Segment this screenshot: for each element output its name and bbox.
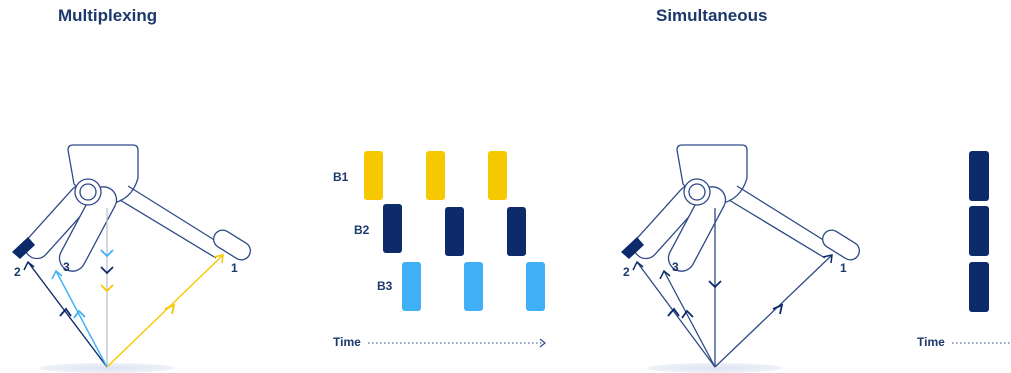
pulse-b3-2 xyxy=(464,262,483,311)
pulse-b2-2 xyxy=(445,207,464,256)
beam-3-arrowhead-left xyxy=(51,269,63,280)
beam-label-3-left: 3 xyxy=(63,260,70,274)
beam-2-left xyxy=(27,261,108,368)
beam-3-mid-arrow-right xyxy=(681,309,694,319)
chevron-navy xyxy=(100,266,114,275)
beam-2-right xyxy=(636,261,716,368)
joint-outer-left xyxy=(74,178,102,206)
floor-shadow-right xyxy=(647,363,783,373)
beam-2-mid-arrow-left xyxy=(59,307,72,317)
beam-label-2-right: 2 xyxy=(623,265,630,279)
pulse-sim-b2 xyxy=(969,206,989,256)
joint-outer-right xyxy=(683,178,711,206)
left-arm-inner-right xyxy=(667,186,727,272)
beam-label-3-right: 3 xyxy=(672,260,679,274)
beam-1-arrowhead-left xyxy=(213,254,224,264)
pulse-b3-1 xyxy=(402,262,421,311)
pulse-sim-b3 xyxy=(969,262,989,312)
beam-label-1-left: 1 xyxy=(231,261,238,275)
multiplexing-diagram: 2 3 1 xyxy=(12,144,251,373)
row-label-b1: B1 xyxy=(333,170,349,184)
multiplexing-timing: B1 B2 B3 Time xyxy=(333,151,546,349)
beam-3-mid-arrow-left xyxy=(73,309,86,319)
chevron-center-right xyxy=(708,280,722,289)
robot-left xyxy=(24,144,251,272)
time-arrow-left xyxy=(539,338,546,348)
right-arm-left xyxy=(119,185,225,259)
beam-label-1-right: 1 xyxy=(840,261,847,275)
beam-2-mid-arrow-right xyxy=(667,307,680,317)
row-label-b3: B3 xyxy=(377,279,393,293)
joint-inner-right xyxy=(688,183,706,201)
pulse-b1-1 xyxy=(364,151,383,200)
pulse-b1-3 xyxy=(488,151,507,200)
pulse-sim-b1 xyxy=(969,151,989,201)
beam-1-mid-arrow-left xyxy=(164,303,176,315)
beam-2-arrowhead-left xyxy=(23,260,35,271)
left-arm-inner-left xyxy=(58,186,118,272)
time-label-right: Time xyxy=(917,335,945,349)
emitter-tip-right xyxy=(621,237,644,259)
beam-1-mid-arrow-right xyxy=(772,303,784,315)
right-arm-end-right xyxy=(822,229,860,261)
beam-3-right xyxy=(663,270,716,368)
right-arm-end-left xyxy=(213,229,251,261)
pulse-b2-1 xyxy=(383,204,402,253)
chevron-light-blue xyxy=(100,249,114,258)
beams-right xyxy=(636,208,833,368)
row-label-b2: B2 xyxy=(354,223,370,237)
pulse-b3-3 xyxy=(526,262,545,311)
pulse-b1-2 xyxy=(426,151,445,200)
simultaneous-title: Simultaneous xyxy=(656,6,768,25)
beam-2-arrowhead-right xyxy=(632,260,644,271)
chevron-yellow xyxy=(100,284,114,293)
multiplexing-title: Multiplexing xyxy=(58,6,158,25)
right-arm-right xyxy=(728,185,834,259)
beam-1-right xyxy=(714,254,833,368)
pulse-b2-3 xyxy=(507,207,526,256)
time-label-left: Time xyxy=(333,335,361,349)
simultaneous-diagram: 2 3 1 xyxy=(621,144,860,373)
floor-shadow-left xyxy=(39,363,175,373)
beam-label-2-left: 2 xyxy=(14,265,21,279)
beam-3-arrowhead-right xyxy=(659,269,671,280)
beam-1-arrowhead-right xyxy=(822,254,833,264)
emitter-tip-left xyxy=(12,237,35,259)
beam-1-left xyxy=(106,254,224,368)
joint-inner-left xyxy=(79,183,97,201)
simultaneous-timing: Time xyxy=(917,151,1010,349)
beam-3-left xyxy=(55,270,108,368)
robot-right xyxy=(633,144,860,272)
